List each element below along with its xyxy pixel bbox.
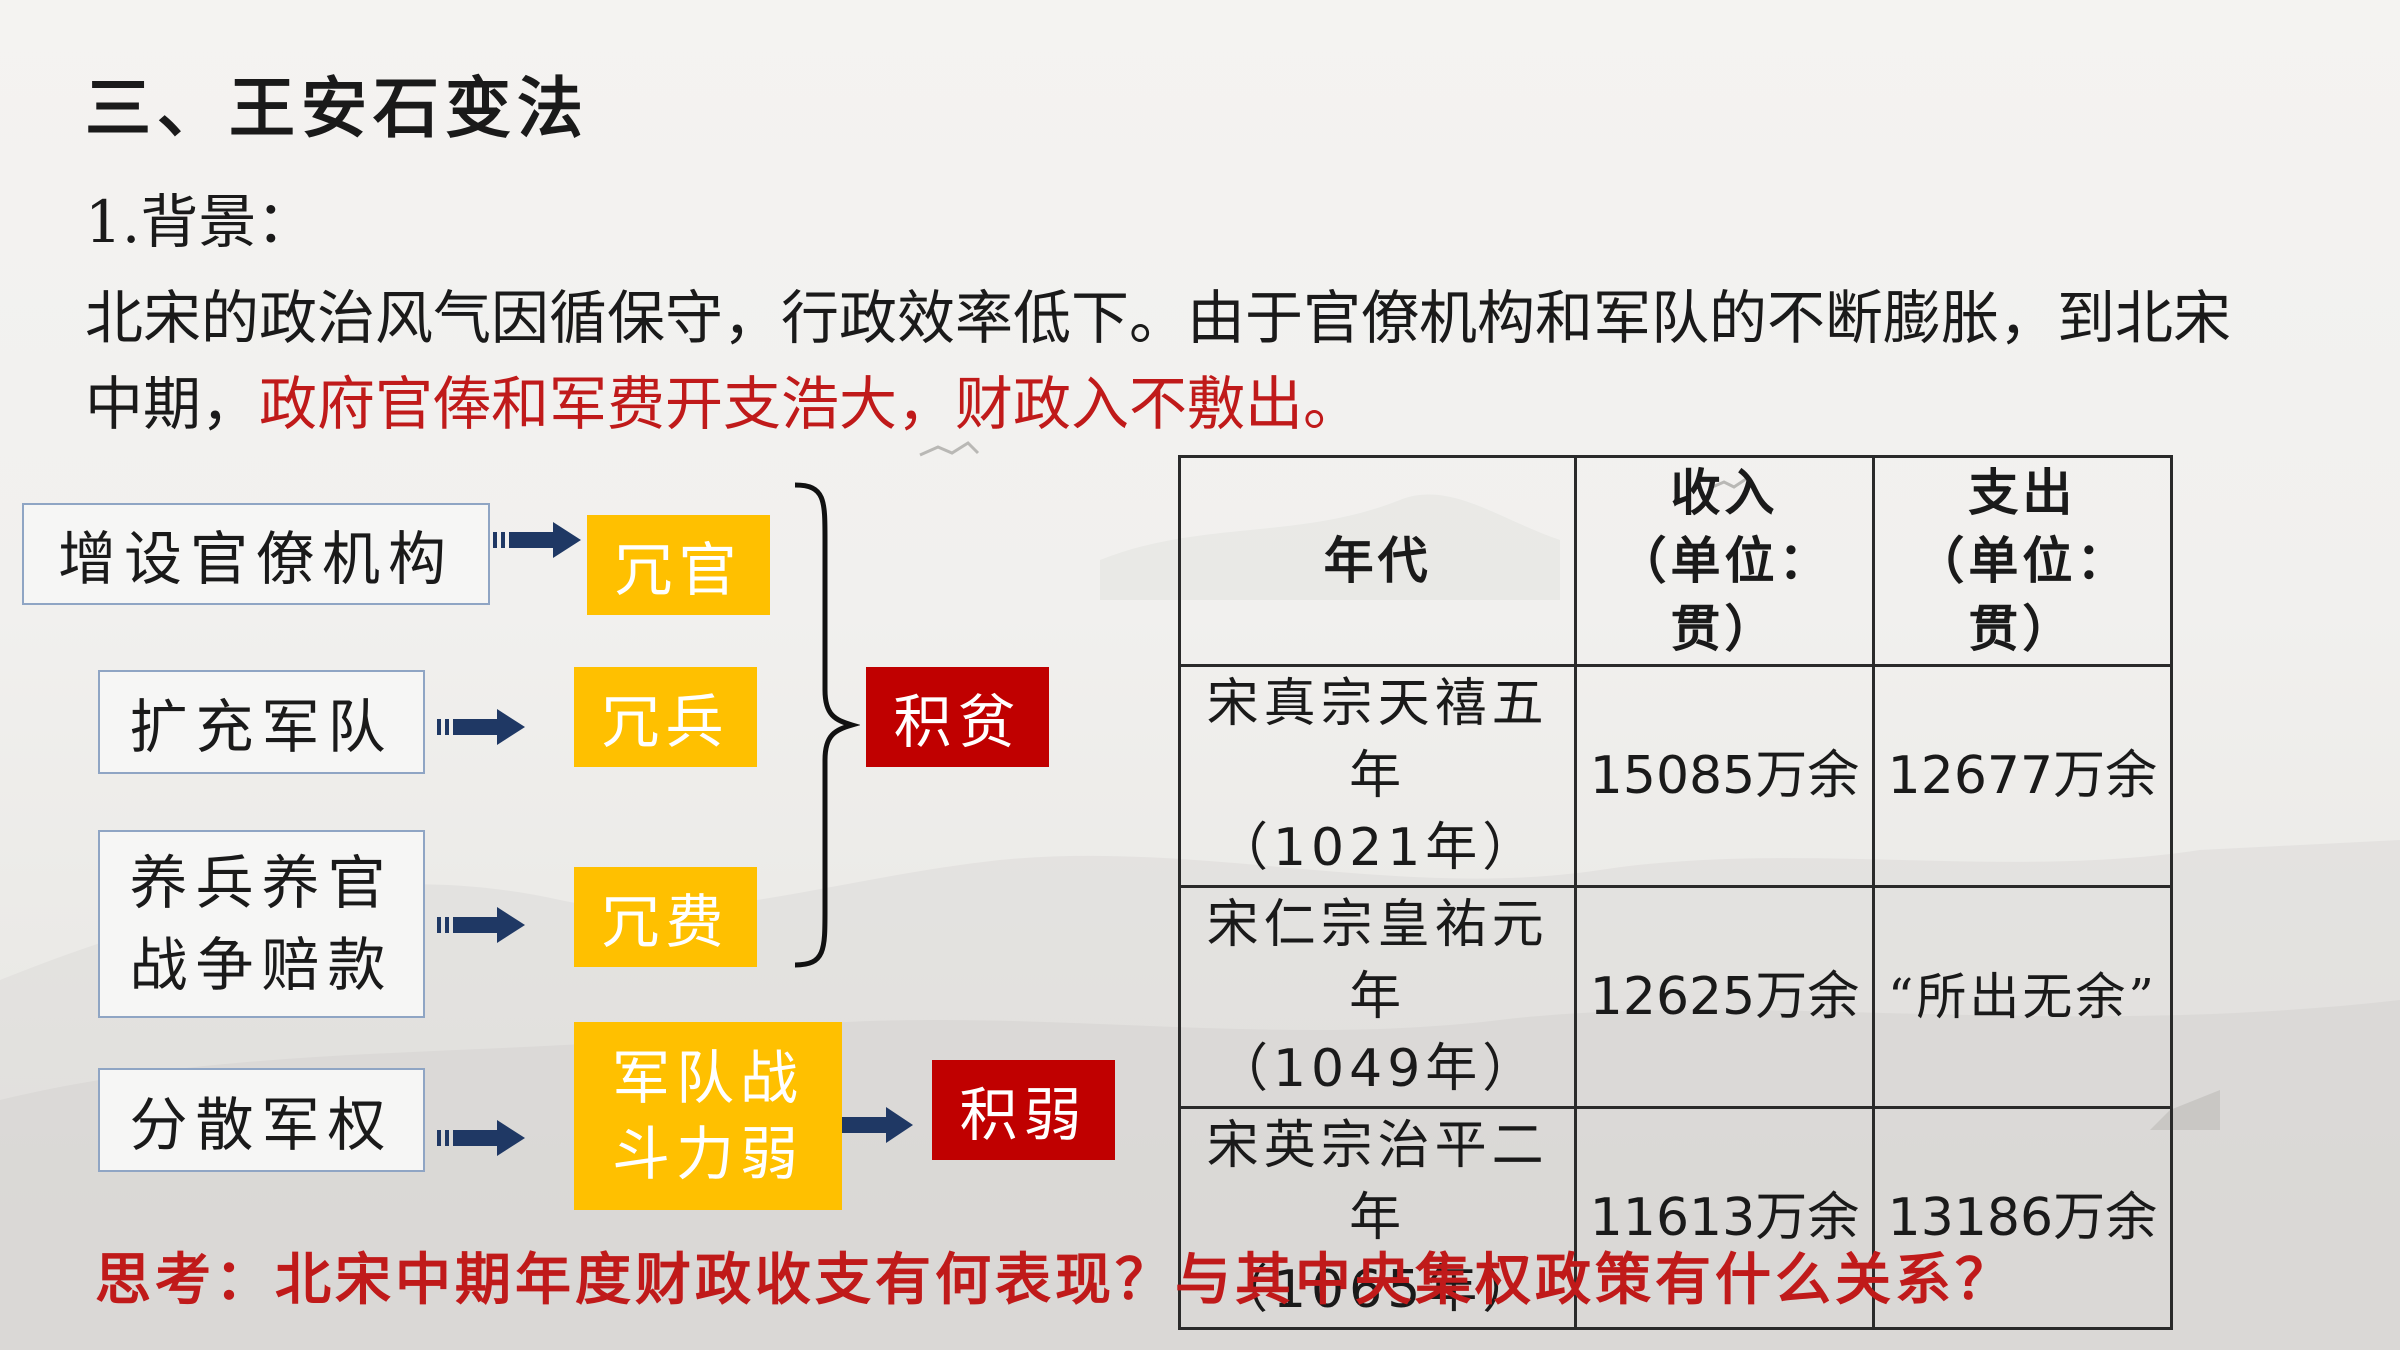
cause-label: 养兵养官	[129, 849, 394, 917]
income-cell: 11613万余	[1574, 1106, 1875, 1330]
expense-cell: “所出无余”	[1871, 885, 2174, 1109]
right-brace-icon	[794, 482, 860, 968]
table-row: 宋仁宗皇祐元年 （1049年） 12625万余 “所出无余”	[1177, 885, 2174, 1109]
arrow-right-icon	[437, 1120, 525, 1156]
era-year: （1021年）	[1215, 818, 1540, 878]
page-title: 三、王安石变法	[85, 69, 589, 147]
cause-box-army: 扩充军队	[98, 670, 425, 774]
result-label: 积弱	[959, 1081, 1088, 1149]
header-expense: 支出 （单位：贯）	[1871, 455, 2174, 667]
header-unit: （单位：贯）	[1616, 531, 1833, 658]
arrow-right-icon	[840, 1107, 913, 1143]
era-cell: 宋英宗治平二年 （1065年）	[1177, 1106, 1578, 1330]
table-row: 宋英宗治平二年 （1065年） 11613万余 13186万余	[1177, 1106, 2174, 1330]
era-cell: 宋仁宗皇祐元年 （1049年）	[1177, 885, 1578, 1109]
section-subtitle: 1.背景：	[85, 188, 315, 256]
era-name: 宋真宗天禧五年	[1206, 674, 1549, 806]
effect-tag-redundant-expenses: 冗费	[574, 867, 757, 967]
finance-table: 年代 收入 （单位：贯） 支出 （单位：贯） 宋真宗天禧五年 （1021年） 1…	[1177, 455, 2174, 1330]
header-label: 收入	[1670, 463, 1779, 522]
income-cell: 12625万余	[1574, 885, 1875, 1109]
paragraph-text: 北宋的政治风气因循保守，行政效率低下。由于官僚机构和军队的不断膨胀，到北宋中期，	[85, 284, 2232, 438]
cause-label: 分散军权	[129, 1091, 394, 1159]
era-name: 宋英宗治平二年	[1206, 1116, 1549, 1248]
era-cell: 宋真宗天禧五年 （1021年）	[1177, 664, 1578, 888]
cause-box-bureaucracy: 增设官僚机构	[22, 503, 490, 605]
effect-label: 斗力弱	[611, 1120, 804, 1188]
table-header-row: 年代 收入 （单位：贯） 支出 （单位：贯）	[1177, 455, 2174, 667]
effect-label: 冗费	[601, 888, 730, 956]
era-year: （1065年）	[1215, 1260, 1540, 1320]
paragraph-highlight: 政府官俸和军费开支浩大，财政入不敷出。	[259, 370, 1362, 438]
effect-tag-weak-army: 军队战 斗力弱	[574, 1022, 842, 1210]
arrow-right-icon	[493, 522, 581, 558]
effect-label: 冗兵	[601, 688, 730, 756]
expense-cell: 13186万余	[1871, 1106, 2174, 1330]
cause-label: 扩充军队	[129, 693, 394, 761]
discussion-question: 思考：北宋中期年度财政收支有何表现？与其中央集权政策有什么关系？	[95, 1247, 2015, 1313]
arrow-right-icon	[437, 709, 525, 745]
cause-label: 战争赔款	[129, 931, 394, 999]
table-row: 宋真宗天禧五年 （1021年） 15085万余 12677万余	[1177, 664, 2174, 888]
effect-label: 军队战	[611, 1044, 804, 1112]
background-paragraph: 北宋的政治风气因循保守，行政效率低下。由于官僚机构和军队的不断膨胀，到北宋中期，…	[85, 275, 2235, 447]
cause-label: 增设官僚机构	[57, 525, 454, 593]
result-label: 积贫	[893, 688, 1022, 756]
arrow-right-icon	[437, 907, 525, 943]
header-unit: （单位：贯）	[1914, 531, 2131, 658]
effect-tag-redundant-soldiers: 冗兵	[574, 667, 757, 767]
era-year: （1049年）	[1215, 1039, 1540, 1099]
result-tag-poverty: 积贫	[866, 667, 1049, 767]
cause-box-upkeep-indemnity: 养兵养官 战争赔款	[98, 830, 425, 1018]
header-label: 支出	[1968, 463, 2077, 522]
income-cell: 15085万余	[1574, 664, 1875, 888]
expense-cell: 12677万余	[1871, 664, 2174, 888]
header-label: 年代	[1323, 531, 1432, 590]
effect-tag-redundant-officials: 冗官	[587, 515, 770, 615]
era-name: 宋仁宗皇祐元年	[1206, 895, 1549, 1027]
result-tag-weakness: 积弱	[932, 1060, 1115, 1160]
cause-box-disperse-power: 分散军权	[98, 1068, 425, 1172]
effect-label: 冗官	[614, 536, 743, 604]
header-income: 收入 （单位：贯）	[1574, 455, 1875, 667]
header-era: 年代	[1177, 455, 1578, 667]
